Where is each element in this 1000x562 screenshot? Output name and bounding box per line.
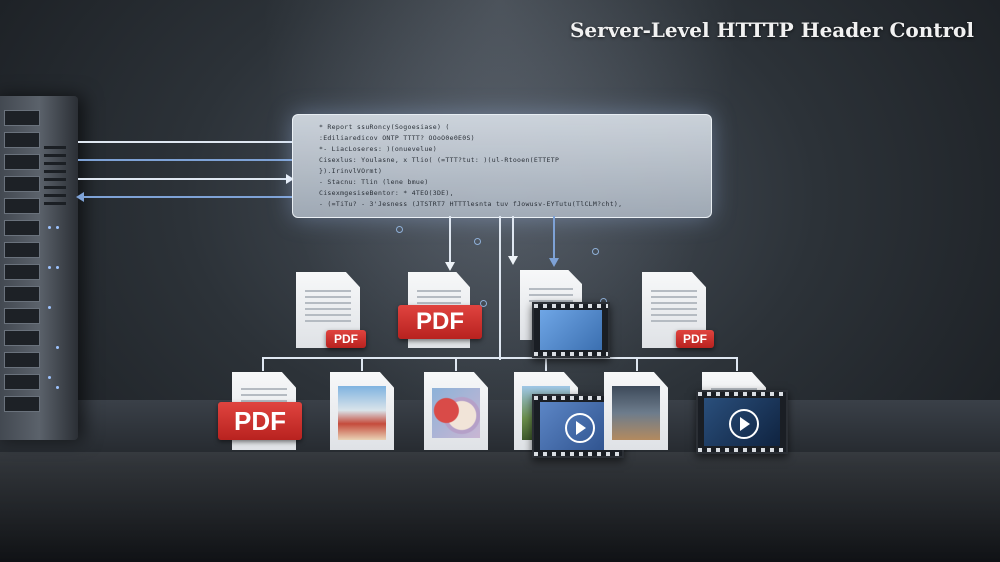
play-icon (729, 409, 759, 439)
connector-line (78, 141, 292, 143)
tree-connector (545, 357, 547, 371)
video-file-icon (696, 390, 788, 454)
code-line: CisexmgesiseBentor: * 4TEO(3DE), (319, 189, 454, 197)
code-line: * Report ssuRoncy(Sogoesiase) ( (319, 123, 450, 131)
tree-connector (455, 357, 457, 371)
arrow-down-icon (508, 256, 518, 265)
sparkle-icon (480, 300, 487, 307)
image-file-icon (604, 372, 668, 450)
sparkle-icon (396, 226, 403, 233)
code-line: }).IrinvlVOrmt) (319, 167, 383, 175)
connector-line (512, 216, 514, 260)
tree-connector (262, 357, 264, 371)
code-line: Cisexlus: Youlasne, x Tlio( (=TTT?tut: )… (319, 156, 560, 164)
tree-connector (636, 357, 638, 371)
pdf-badge: PDF (326, 330, 366, 348)
pdf-badge: PDF (218, 402, 302, 440)
pdf-badge: PDF (676, 330, 714, 348)
connector-line (78, 159, 292, 161)
sparkle-icon (474, 238, 481, 245)
reflective-floor (0, 400, 1000, 562)
http-header-code-panel: * Report ssuRoncy(Sogoesiase) ( :Ediliar… (292, 114, 712, 218)
server-rack-icon (0, 96, 78, 440)
sparkle-icon (592, 248, 599, 255)
code-line: *- LiacLoseres: )(onuevelue) (319, 145, 437, 153)
pdf-badge: PDF (398, 305, 482, 339)
connector-line (553, 216, 555, 262)
arrow-down-icon (549, 258, 559, 267)
image-file-icon (424, 372, 488, 450)
connector-line (449, 216, 451, 266)
floor-reflection (0, 452, 1000, 562)
video-file-icon (532, 302, 610, 358)
code-line: :Ediliaredicov ONTP TTTT? OOoO0e0E0S) (319, 134, 475, 142)
arrow-left-icon (76, 192, 84, 202)
connector-line (78, 178, 286, 180)
tree-connector (262, 357, 738, 359)
play-icon (565, 413, 595, 443)
arrow-right-icon (286, 174, 294, 184)
connector-line (84, 196, 292, 198)
tree-connector (736, 357, 738, 371)
page-title: Server-Level HTTTP Header Control (569, 18, 974, 42)
image-file-icon (330, 372, 394, 450)
code-line: - (=TiTu? - 3'Jesness (JTSTRT7 HTTTlesnt… (319, 200, 623, 208)
code-line: - Stacnu: Tlin (lene bmue) (319, 178, 429, 186)
connector-line (499, 216, 501, 360)
arrow-down-icon (445, 262, 455, 271)
tree-connector (361, 357, 363, 371)
